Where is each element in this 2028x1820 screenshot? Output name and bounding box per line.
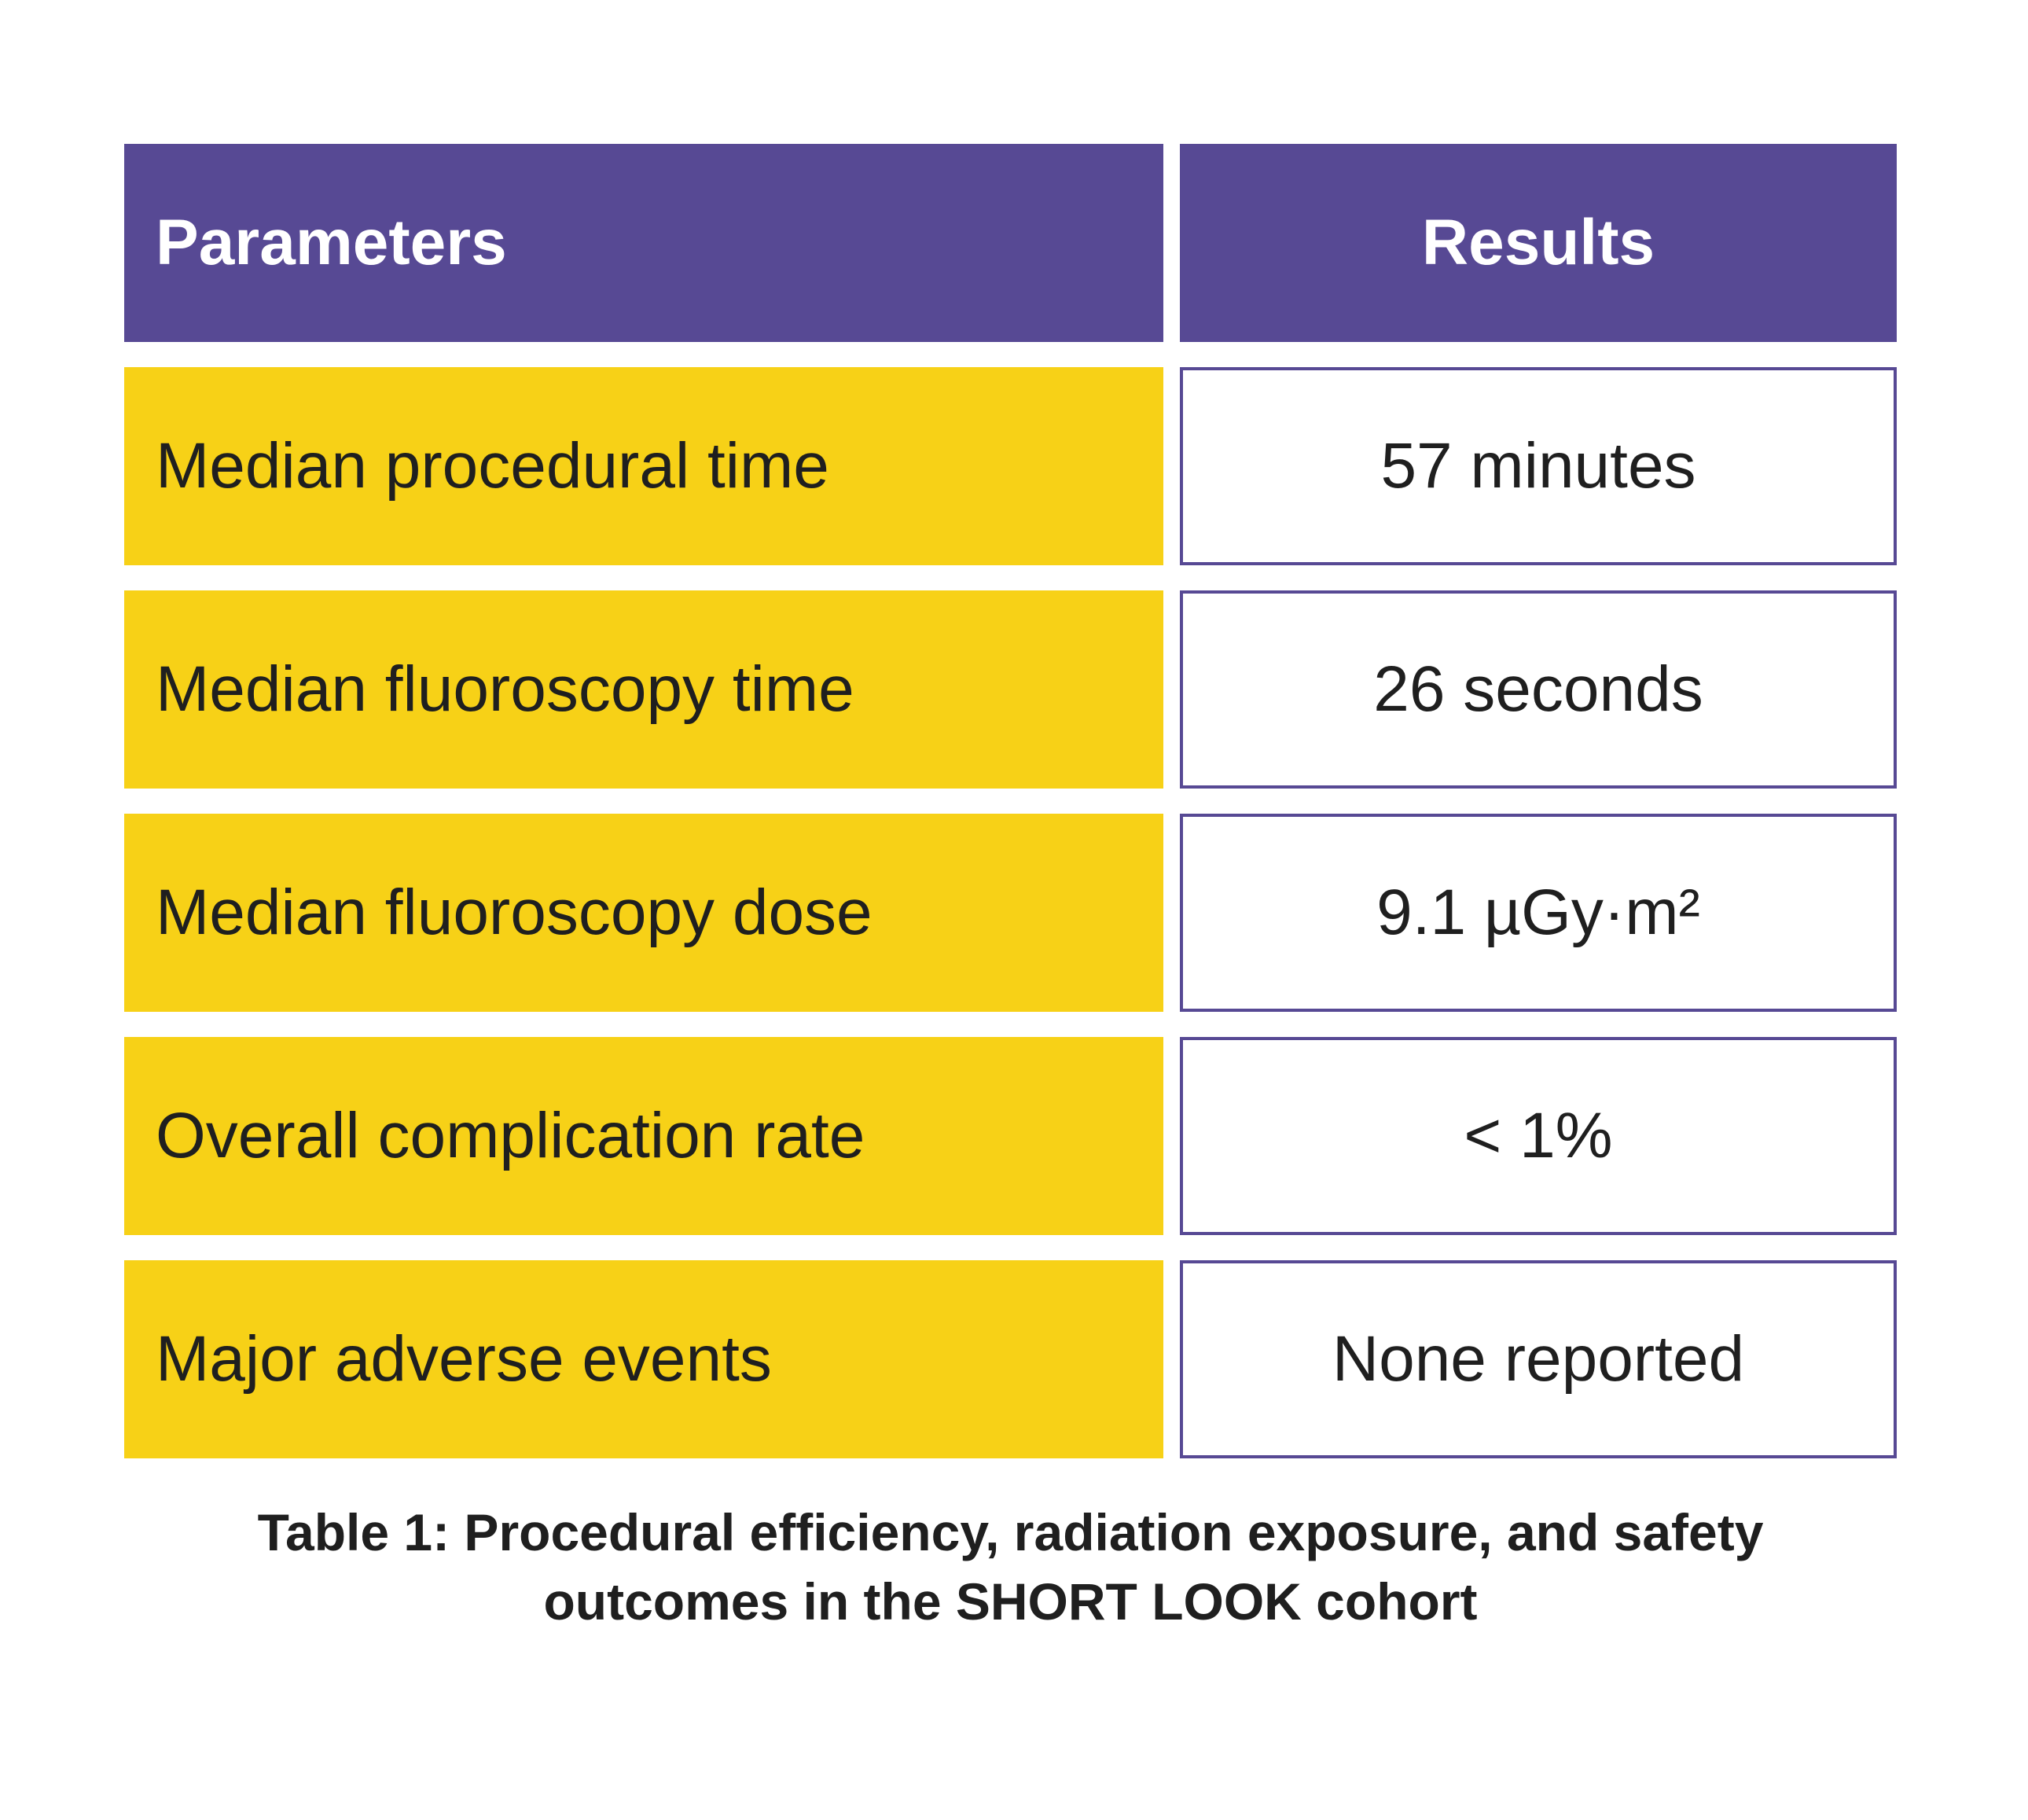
parameter-cell: Median fluoroscopy dose [124, 814, 1163, 1012]
parameter-cell: Median procedural time [124, 367, 1163, 565]
results-table: Parameters Results Median procedural tim… [124, 144, 1897, 1484]
table-header-row: Parameters Results [124, 144, 1897, 342]
result-cell: < 1% [1180, 1037, 1897, 1235]
parameter-cell: Overall complication rate [124, 1037, 1163, 1235]
table-row: Major adverse events None reported [124, 1260, 1897, 1458]
result-cell: 57 minutes [1180, 367, 1897, 565]
result-cell: 26 seconds [1180, 590, 1897, 789]
caption-line-1: Table 1: Procedural efficiency, radiatio… [257, 1503, 1764, 1561]
table-caption: Table 1: Procedural efficiency, radiatio… [124, 1498, 1897, 1636]
parameter-cell: Median fluoroscopy time [124, 590, 1163, 789]
table-row: Overall complication rate < 1% [124, 1037, 1897, 1235]
result-cell: None reported [1180, 1260, 1897, 1458]
caption-line-2: outcomes in the SHORT LOOK cohort [543, 1572, 1478, 1631]
table-row: Median fluoroscopy dose 9.1 µGy·m² [124, 814, 1897, 1012]
header-parameters: Parameters [124, 144, 1163, 342]
header-results: Results [1180, 144, 1897, 342]
table-row: Median fluoroscopy time 26 seconds [124, 590, 1897, 789]
parameter-cell: Major adverse events [124, 1260, 1163, 1458]
table-row: Median procedural time 57 minutes [124, 367, 1897, 565]
result-cell: 9.1 µGy·m² [1180, 814, 1897, 1012]
